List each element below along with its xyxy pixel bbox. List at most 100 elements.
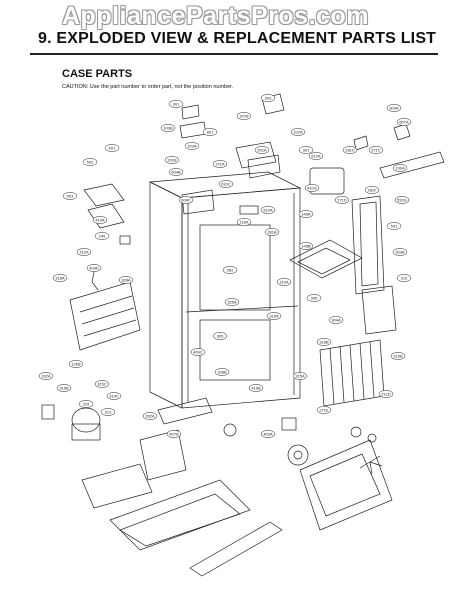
callout-number: 604B bbox=[171, 169, 181, 174]
callout-number: 315B bbox=[59, 385, 69, 390]
callout-bubble bbox=[236, 112, 252, 120]
callout-number: 281A bbox=[267, 229, 277, 234]
callout-number: 319A bbox=[279, 279, 289, 284]
callout-bubble bbox=[164, 156, 180, 164]
callout-bubble bbox=[260, 430, 276, 438]
callout-bubble bbox=[392, 248, 408, 256]
callout-bubble bbox=[160, 124, 176, 132]
callout-bubble bbox=[38, 372, 54, 380]
callout-bubble bbox=[214, 368, 230, 376]
callout-bubble bbox=[82, 158, 98, 166]
callout-bubble bbox=[396, 118, 412, 126]
callout-bubble bbox=[78, 400, 94, 408]
callout-bubble bbox=[56, 384, 72, 392]
callout-bubble bbox=[316, 338, 332, 346]
callout-bubble bbox=[394, 196, 410, 204]
callout-number: 610C bbox=[221, 181, 231, 186]
callout-bubble bbox=[218, 180, 234, 188]
callout-number: 318B bbox=[319, 339, 329, 344]
callout-number: 501 bbox=[391, 223, 398, 228]
callout-number: 102A bbox=[293, 129, 303, 134]
callout-bubble bbox=[306, 294, 322, 302]
callout-number: 116A bbox=[239, 219, 248, 224]
callout-bubble bbox=[178, 196, 194, 204]
callout-number: 281F bbox=[367, 187, 377, 192]
callout-bubble bbox=[94, 232, 110, 240]
callout-number: 305 bbox=[217, 333, 224, 338]
callout-bubble bbox=[396, 274, 412, 282]
callout-number: 282 bbox=[227, 267, 234, 272]
callout-number: 520G bbox=[397, 197, 407, 202]
callout-number: 404D bbox=[89, 265, 99, 270]
callout-bubble bbox=[328, 316, 344, 324]
callout-bubble bbox=[298, 210, 314, 218]
callout-bubble bbox=[378, 390, 394, 398]
left-parts-drawing bbox=[69, 183, 141, 351]
callout-number: 301 bbox=[173, 101, 180, 106]
callout-number: 315B bbox=[393, 353, 403, 358]
callout-number: 604A bbox=[389, 105, 399, 110]
callout-bubble bbox=[168, 100, 184, 108]
upper-right-parts-drawing bbox=[289, 123, 445, 295]
callout-bubble bbox=[168, 168, 184, 176]
section-heading: 9. EXPLODED VIEW & REPLACEMENT PARTS LIS… bbox=[38, 30, 437, 47]
callout-number: 281C bbox=[345, 147, 355, 152]
callout-bubble bbox=[236, 218, 252, 226]
callout-number: 403A bbox=[263, 431, 273, 436]
callout-number: 410A bbox=[95, 217, 105, 222]
evaporator-drawing bbox=[319, 285, 397, 407]
callout-bubble bbox=[386, 104, 402, 112]
top-hinge-drawing bbox=[179, 93, 285, 215]
callout-bubble bbox=[390, 352, 406, 360]
callout-number: 305 bbox=[311, 295, 318, 300]
callout-number: 207B bbox=[239, 113, 249, 118]
fan-cover-drawing bbox=[223, 417, 393, 531]
callout-number: 130A bbox=[395, 165, 405, 170]
callout-bubble bbox=[62, 192, 78, 200]
callout-bubble bbox=[316, 406, 332, 414]
callout-number: 409C bbox=[193, 349, 203, 354]
callout-number: 126B bbox=[71, 361, 81, 366]
callout-number: 304A bbox=[331, 317, 341, 322]
callout-number: 610A bbox=[311, 153, 321, 158]
callout-bubble bbox=[334, 196, 350, 204]
callout-bubble bbox=[68, 360, 84, 368]
callout-number: 332A bbox=[41, 373, 51, 378]
callout-number: 410B bbox=[251, 385, 261, 390]
callout-bubble bbox=[298, 146, 314, 154]
callout-bubble bbox=[166, 430, 182, 438]
callout-bubble bbox=[86, 264, 102, 272]
callout-bubble bbox=[266, 312, 282, 320]
callout-number: 601 bbox=[109, 145, 116, 150]
callout-bubble bbox=[298, 242, 314, 250]
callout-number: 510A bbox=[263, 207, 273, 212]
callout-number: 410G bbox=[307, 185, 317, 190]
callout-number: 604C bbox=[181, 197, 191, 202]
callout-number: 201A bbox=[257, 147, 267, 152]
callout-number: 212A bbox=[79, 249, 89, 254]
machine-room-drawing bbox=[41, 397, 283, 577]
callout-number: 145B bbox=[301, 243, 311, 248]
callout-number: 212D bbox=[381, 391, 391, 396]
callout-bubble bbox=[52, 274, 68, 282]
callout-bubble bbox=[142, 412, 158, 420]
callout-bubble bbox=[364, 186, 380, 194]
callout-bubble bbox=[92, 216, 108, 224]
caution-note: CAUTION: Use the part number to order pa… bbox=[62, 84, 234, 90]
callout-number: 328A bbox=[121, 277, 131, 282]
callout-bubble bbox=[76, 248, 92, 256]
callout-number: 325A bbox=[227, 299, 237, 304]
callout-bubble bbox=[106, 392, 122, 400]
callout-bubble bbox=[190, 348, 206, 356]
callout-bubble bbox=[118, 276, 134, 284]
callout-bubble bbox=[290, 128, 306, 136]
callout-bubble bbox=[222, 266, 238, 274]
callout-number: 315A bbox=[295, 373, 305, 378]
callout-bubble bbox=[224, 298, 240, 306]
callout-number: 145A bbox=[301, 211, 311, 216]
callout-number: 319C bbox=[109, 393, 119, 398]
callout-number: 103A bbox=[187, 143, 197, 148]
callout-bubble bbox=[308, 152, 324, 160]
